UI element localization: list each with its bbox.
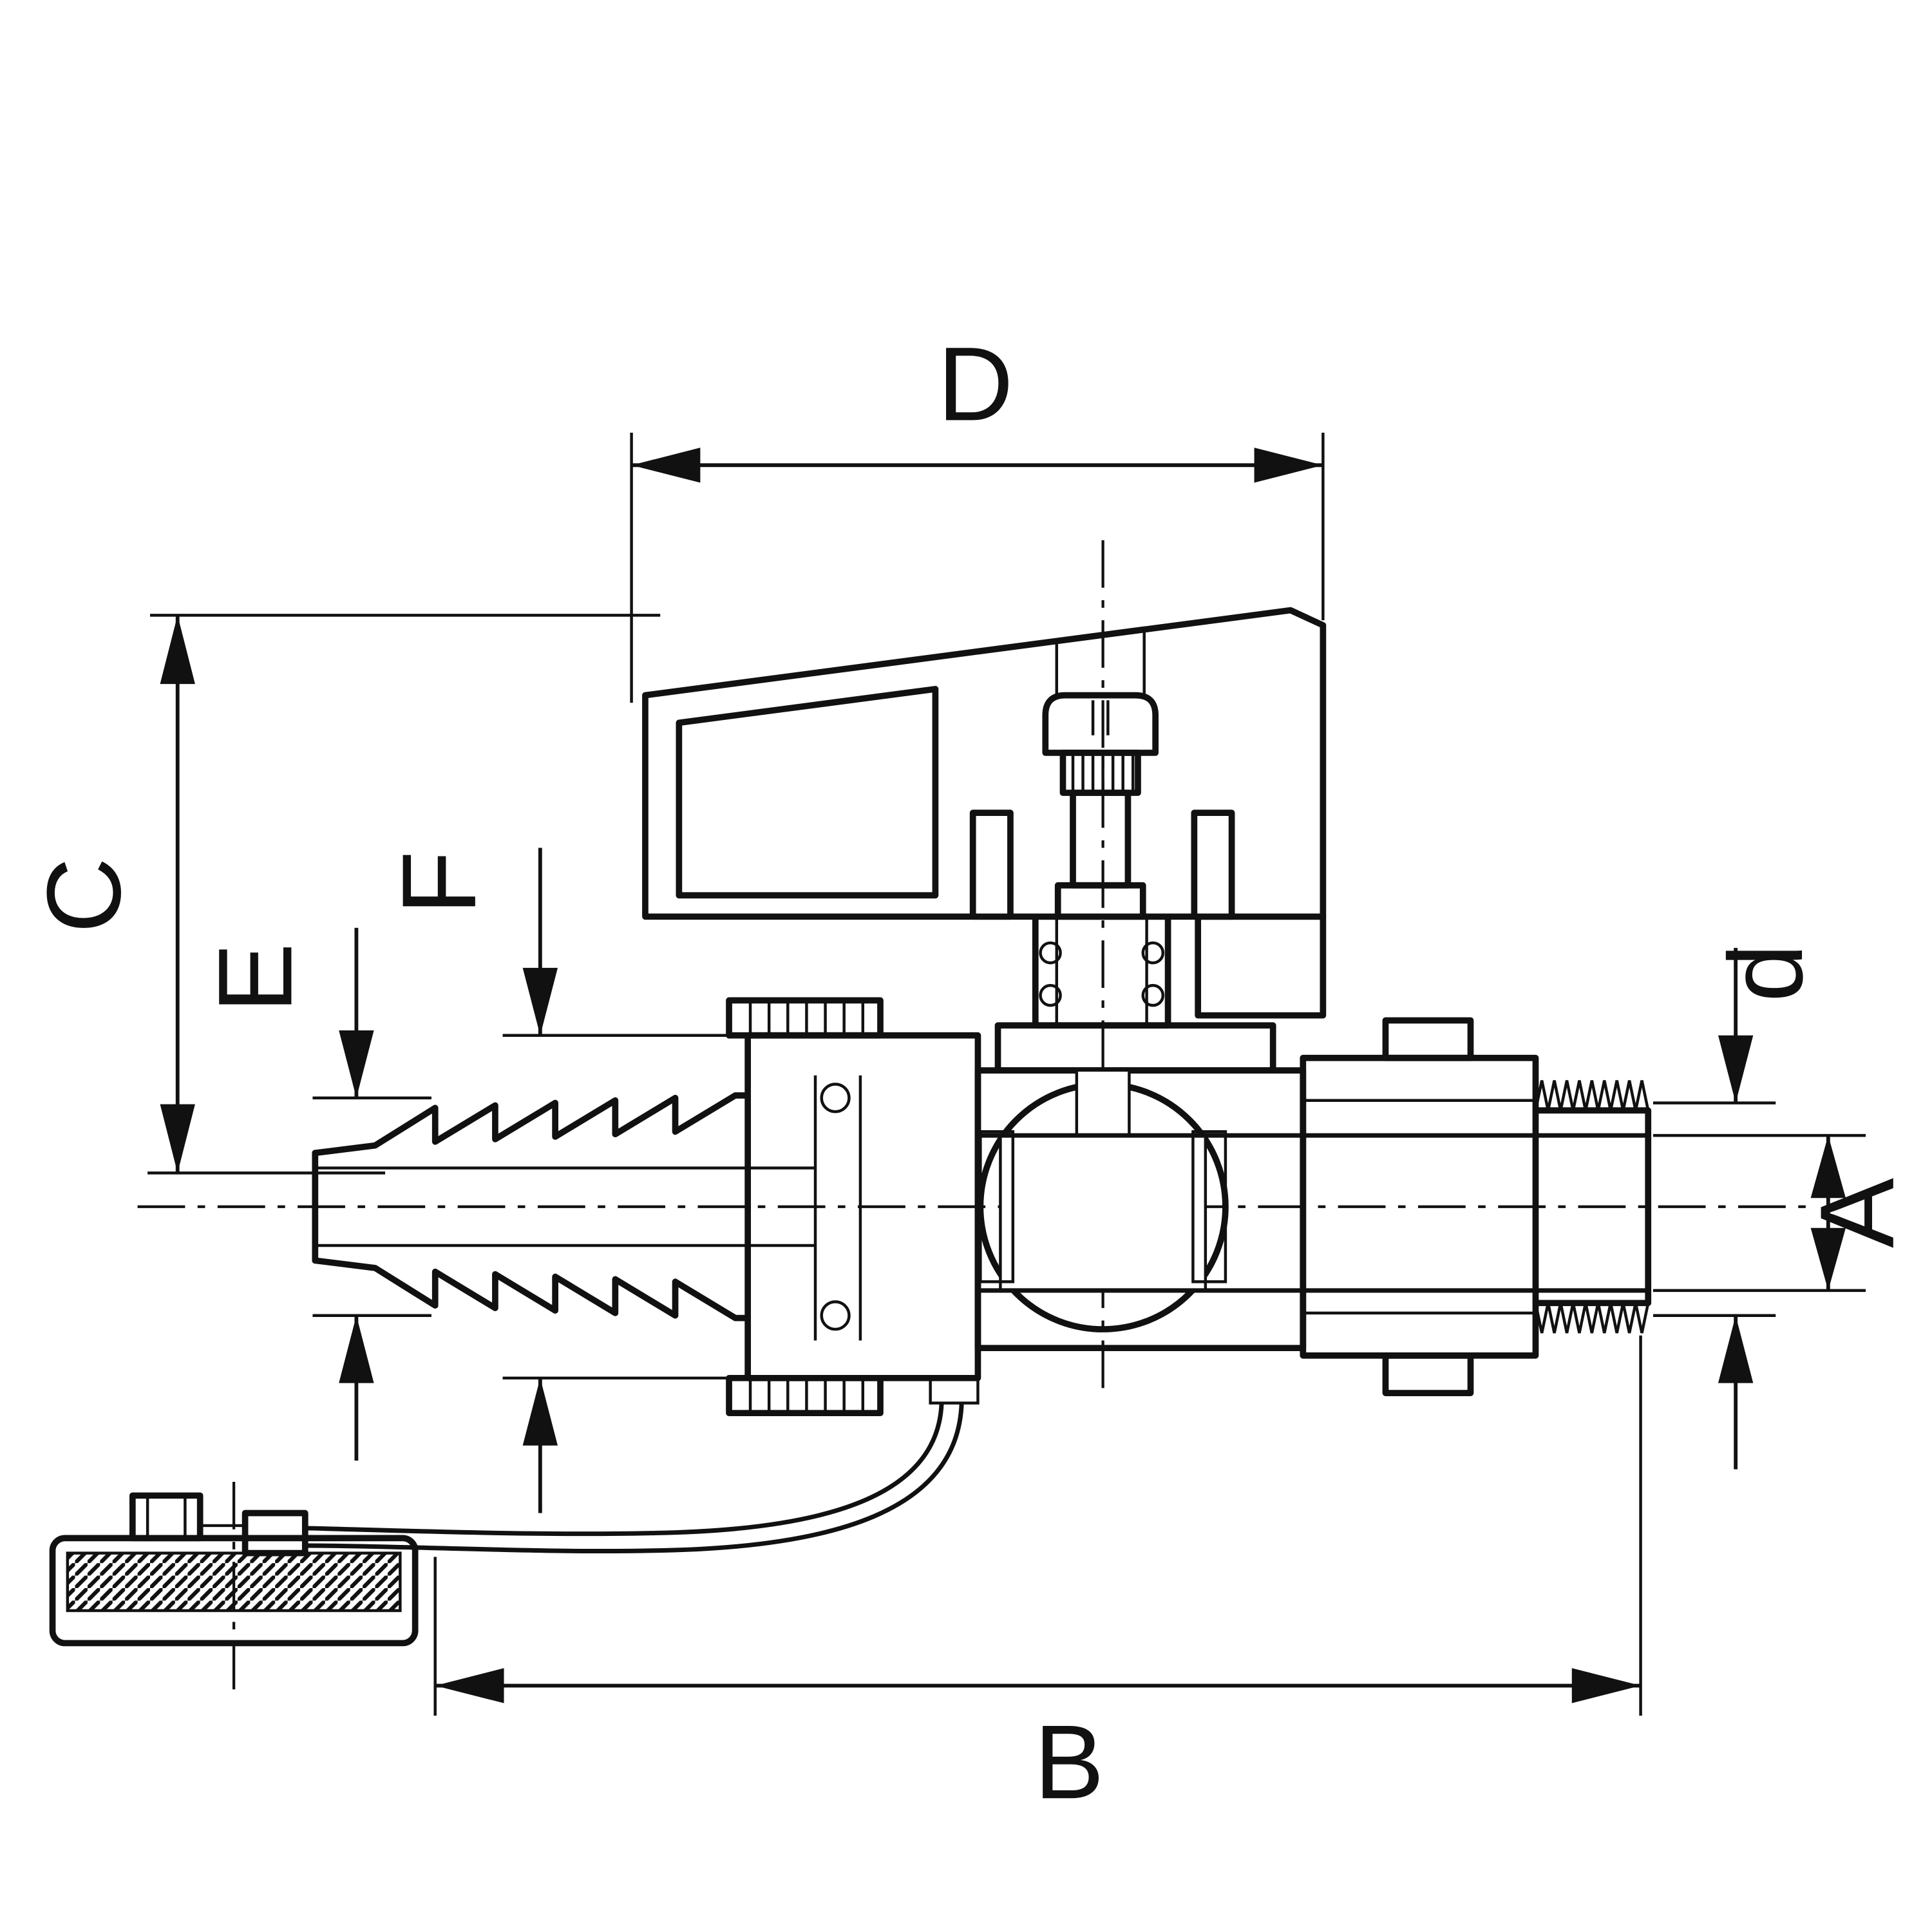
arrow-right [1571, 1668, 1641, 1703]
stem-spline-band [1059, 750, 1141, 796]
arrow-down [160, 1104, 195, 1173]
arrow-right [1254, 448, 1323, 483]
ball-bore-mask [1000, 1137, 1206, 1289]
valve-body [974, 1067, 1649, 1352]
cap-clevis-right [242, 1510, 308, 1557]
drain-cap [49, 1492, 419, 1647]
hose-barb [312, 1092, 816, 1321]
cap-body [49, 1535, 419, 1647]
arrow-down [1810, 1227, 1846, 1291]
cord-fitting [929, 1376, 980, 1405]
stem-oring [1039, 941, 1062, 965]
stem-oring [1141, 941, 1165, 965]
dimension-C: C [24, 615, 195, 1173]
knurl-ticks [748, 1003, 865, 1411]
arrow-left [631, 448, 701, 483]
dim-label-D: D [938, 325, 1014, 442]
dim-label-d: d [1707, 943, 1824, 1002]
stem-side-tabs [969, 810, 1235, 920]
arrow-left [435, 1668, 504, 1703]
hex-tabs [1382, 1017, 1474, 1396]
stem-shaft [1070, 790, 1132, 889]
dimension-A: A [1798, 1135, 1916, 1291]
stem-screw-head [1042, 692, 1159, 756]
stem-slot-edges [1075, 1072, 1131, 1137]
arrow-down [522, 967, 558, 1036]
stem-oring [1039, 983, 1062, 1007]
handle-skirt [1195, 913, 1327, 1019]
stem-oring [1141, 983, 1165, 1007]
dimension-B: B [435, 1668, 1641, 1821]
handle-window [676, 686, 939, 899]
handle-outline [642, 607, 1327, 920]
seal-oring [820, 1300, 851, 1331]
valve-handle [642, 607, 1327, 1019]
bonnet-inner-lines [1055, 916, 1148, 1026]
dim-label-A: A [1798, 1178, 1916, 1248]
ball-bore-edges [999, 1137, 1208, 1289]
cap-clevis-detail [146, 1495, 245, 1539]
barb-top-profile [312, 1092, 752, 1157]
cap-clevis-left [129, 1492, 204, 1542]
stem-gland [1054, 882, 1146, 920]
dim-label-C: C [24, 857, 142, 933]
arrow-up [522, 1378, 558, 1446]
dim-label-B: B [1034, 1703, 1104, 1821]
body-top-flange [994, 1022, 1276, 1074]
tailpiece-flange [813, 1075, 862, 1341]
arrow-up [1718, 1315, 1754, 1383]
arrow-up [1810, 1135, 1846, 1198]
cap-knurl-band [66, 1551, 402, 1613]
thread-crest-top [1534, 1080, 1650, 1111]
union-nut [726, 997, 981, 1417]
extension-lines [147, 432, 1866, 1716]
thread-body [1532, 1107, 1652, 1307]
dim-label-E: E [196, 943, 314, 1013]
stem-slot-mask [1076, 1072, 1130, 1137]
arrow-down [339, 1030, 374, 1098]
centerlines [137, 540, 1811, 1691]
dimension-E: E [196, 927, 374, 1461]
spline-ticks [1071, 755, 1135, 791]
nut-knurl-collars [726, 997, 884, 1417]
barb-bottom-profile [312, 1257, 752, 1321]
dimension-D: D [631, 325, 1323, 483]
barb-bore-lines [315, 1166, 816, 1247]
dimension-d: d [1707, 943, 1824, 1470]
arrow-up [160, 615, 195, 685]
seal-oring [820, 1083, 851, 1113]
arrow-up [339, 1315, 374, 1383]
thread-crest-bottom [1534, 1302, 1650, 1334]
screw-slot [1091, 700, 1110, 735]
hex-and-thread [1300, 1017, 1652, 1396]
dim-label-F: F [380, 851, 498, 915]
arrow-down [1718, 1035, 1754, 1103]
dimension-F: F [380, 848, 558, 1513]
screw-recess-lines [1055, 630, 1146, 696]
cord-line [305, 1403, 944, 1537]
hex-face-lines [1303, 1099, 1536, 1315]
lanyard-cord [305, 1376, 980, 1554]
